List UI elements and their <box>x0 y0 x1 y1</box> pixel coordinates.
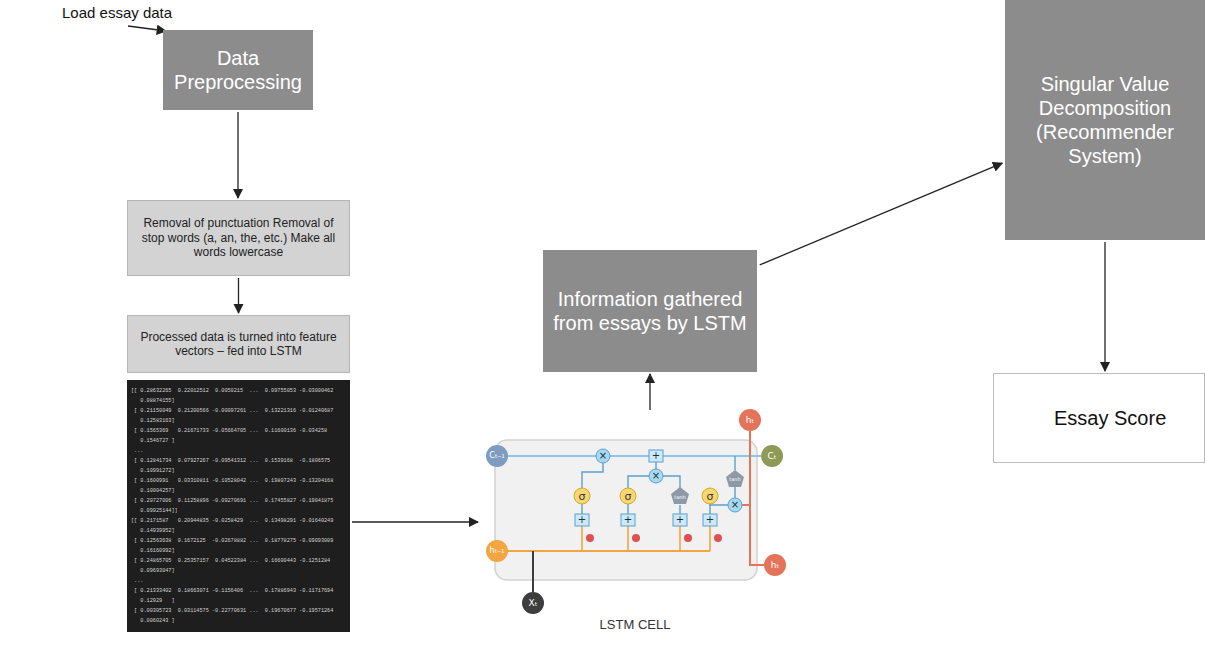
operator-symbol: + <box>676 515 684 525</box>
result-box: Essay Score <box>993 373 1205 463</box>
output-line: [ 0.12563638 0.1672125 -0.02678882 ... 0… <box>131 536 333 546</box>
leader-arrow <box>128 26 166 31</box>
hidden-output-line <box>742 431 764 565</box>
hidden-symbol: hₜ₋₁ <box>490 547 505 555</box>
sum-box <box>649 450 663 462</box>
sigmoid-gate <box>702 488 718 504</box>
input-symbol: Xₜ <box>529 599 538 608</box>
output-line: [ 0.21333402 0.18663071 -0.1156406 ... 0… <box>131 586 333 596</box>
output-line: [[ 0.28632265 0.22012512 0.0050215 ... 0… <box>131 386 333 396</box>
cell-body <box>495 440 757 580</box>
output-line: 0.10004257] <box>131 486 175 496</box>
operator-symbol: + <box>652 451 660 461</box>
operator-symbol: × <box>599 451 607 461</box>
x-input-line <box>532 551 534 592</box>
process-box: Information gathered from essays by LSTM <box>543 250 757 372</box>
output-line: 0.1546727 ] <box>131 436 175 446</box>
output-line: 0.0060243 ] <box>131 616 175 626</box>
node-text: Singular Value Decomposition (Recommende… <box>1011 72 1199 168</box>
hidden-symbol: hₜ <box>746 416 754 425</box>
flow-arrow <box>238 278 239 313</box>
state-symbol: Cₜ <box>768 452 777 461</box>
bias-dot <box>714 534 722 542</box>
output-line: 0.09693047] <box>131 566 175 576</box>
step-box: Removal of punctuation Removal of stop w… <box>127 200 350 276</box>
sum-box <box>621 514 635 526</box>
gate-symbol: σ <box>579 491 586 502</box>
flow-arrow <box>760 163 1002 265</box>
sigmoid-gate <box>620 488 636 504</box>
output-line: 0.12583163] <box>131 416 175 426</box>
output-line: ... <box>131 576 143 586</box>
output-line: 0.09925144]] <box>131 506 178 516</box>
sum-box <box>703 514 717 526</box>
input-path <box>628 462 680 488</box>
gate-symbol: σ <box>625 491 632 502</box>
output-line: ... <box>131 446 143 456</box>
operator-symbol: + <box>624 515 632 525</box>
flow-arrow <box>1104 242 1105 371</box>
sigmoid-gate <box>574 488 590 504</box>
output-line: 0.10991272] <box>131 466 175 476</box>
cell-state-line <box>508 455 761 457</box>
terminal-output: [[ 0.28632265 0.22012512 0.0050215 ... 0… <box>127 380 350 632</box>
output-line: [ 0.1565369 0.21671733 -0.05664705 ... 0… <box>131 426 327 436</box>
operator-symbol: + <box>578 515 586 525</box>
flow-arrow <box>237 112 238 198</box>
output-line: [ 0.1600991 0.03310811 -0.10528042 ... 0… <box>131 476 333 486</box>
input-note: Load essay data <box>62 5 172 20</box>
output-line: 0.12929 ] <box>131 596 175 606</box>
operator-symbol: × <box>652 471 660 481</box>
node-text: Essay Score <box>1054 406 1166 430</box>
bias-dot <box>632 534 640 542</box>
gate-risers <box>582 526 710 551</box>
bias-dot <box>684 534 692 542</box>
node-text: LSTM CELL <box>600 617 671 633</box>
gate-links <box>582 504 710 514</box>
multiply-node <box>596 449 610 463</box>
hidden-output-dot <box>739 409 761 431</box>
lstm-cell-illustration <box>486 409 786 614</box>
node-text: Removal of punctuation Removal of stop w… <box>134 216 343 259</box>
state-symbol: Cₜ₋₁ <box>489 452 504 460</box>
gate-symbol: tanh <box>674 495 685 500</box>
output-line: 0.14939952] <box>131 526 175 536</box>
process-box: Singular Value Decomposition (Recommende… <box>1005 0 1205 240</box>
hidden-output-dot <box>764 554 786 576</box>
output-line: 0.08874155] <box>131 396 175 406</box>
hidden-input-dot <box>486 540 508 562</box>
state-output-dot <box>761 445 783 467</box>
output-line: [ 0.20727006 0.11258896 -0.09270691 ... … <box>131 496 333 506</box>
multiply-node <box>649 469 663 483</box>
bias-dot <box>586 534 594 542</box>
multiply-node <box>728 498 742 512</box>
node-text: Processed data is turned into feature ve… <box>134 330 343 359</box>
operator-symbol: × <box>731 500 739 510</box>
flow-arrow <box>352 521 478 522</box>
tanh-gate <box>671 487 689 504</box>
tanh-gate <box>726 470 744 487</box>
node-text: Information gathered from essays by LSTM <box>549 287 751 335</box>
gate-symbol: σ <box>707 491 714 502</box>
output-line: [ 0.12841734 0.07927267 -0.09541312 ... … <box>131 456 330 466</box>
gate-symbol: tanh <box>729 477 740 482</box>
hidden-symbol: hₜ <box>771 561 779 570</box>
step-box: Processed data is turned into feature ve… <box>127 315 350 373</box>
operator-symbol: + <box>706 515 714 525</box>
output-line: 0.16160992] <box>131 546 175 556</box>
output-line: [ 0.24865705 0.25357157 0.04522384 ... 0… <box>131 556 330 566</box>
sum-box <box>575 514 589 526</box>
x-input-dot <box>522 592 544 614</box>
process-box: Data Preprocessing <box>163 30 313 110</box>
state-input-dot <box>486 445 508 467</box>
node-text: Data Preprocessing <box>169 46 307 94</box>
output-line: [ 0.21150049 0.21200566 -0.00097261 ... … <box>131 406 333 416</box>
lstm-cell: LSTM CELL <box>480 412 790 637</box>
output-line: [[ 0.2171587 0.20944835 -0.0258429 ... 0… <box>131 516 333 526</box>
sum-box <box>673 514 687 526</box>
forget-path <box>582 463 603 488</box>
output-line: [ 0.00305723 0.03114575 -0.22770631 ... … <box>131 606 333 616</box>
flow-arrow <box>649 374 650 410</box>
